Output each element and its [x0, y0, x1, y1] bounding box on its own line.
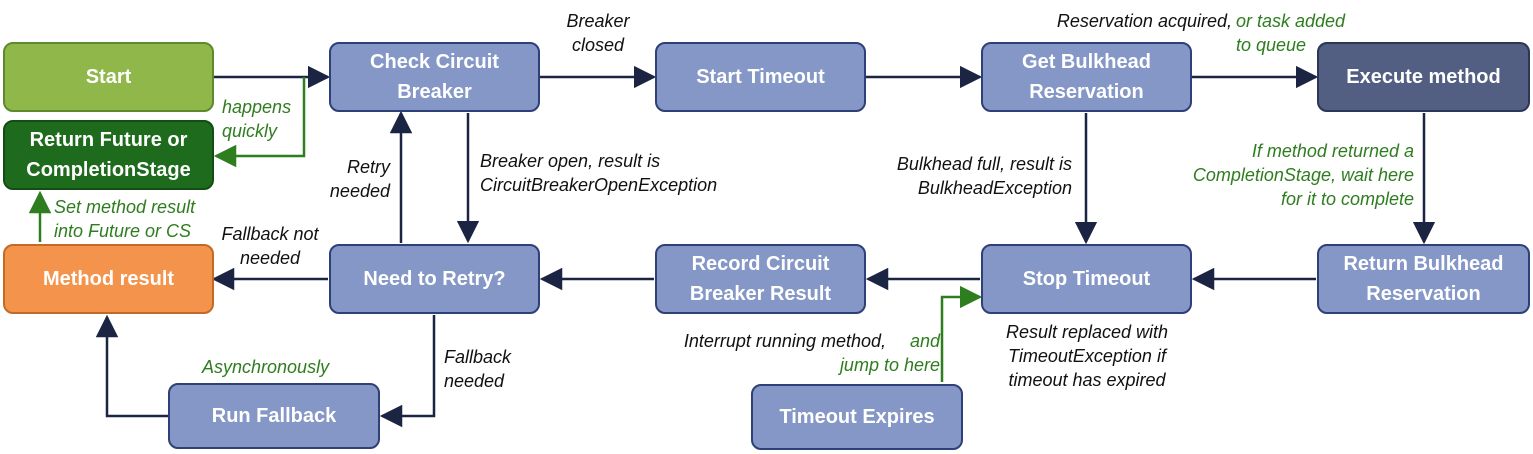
- arrow-retry-to-fallback: [379, 315, 436, 428]
- label-if-method-returned: If method returned a CompletionStage, wa…: [1192, 141, 1414, 209]
- stop-timeout-node: Stop Timeout: [981, 244, 1192, 314]
- label-interrupt-running: Interrupt running method,: [683, 331, 886, 351]
- return-future-node: Return Future or CompletionStage: [3, 120, 214, 190]
- label-happens-quickly: happens quickly: [222, 97, 292, 141]
- label-and-jump: and jump to here: [839, 331, 940, 375]
- execute-method-node: Execute method: [1317, 42, 1530, 112]
- start-timeout-node: Start Timeout: [655, 42, 866, 112]
- label-retry-needed: Retry needed: [329, 157, 390, 201]
- label-result-replaced: Result replaced with TimeoutException if…: [1005, 322, 1169, 390]
- arrow-start-to-return-future: [213, 77, 306, 168]
- label-breaker-open: Breaker open, result is CircuitBreakerOp…: [480, 151, 718, 195]
- get-bulkhead-reservation-node: Get Bulkhead Reservation: [981, 42, 1192, 112]
- label-breaker-closed: Breaker closed: [566, 11, 630, 55]
- method-result-node: Method result: [3, 244, 214, 314]
- label-or-task-added: or task added to queue: [1236, 11, 1346, 55]
- start-node: Start: [3, 42, 214, 112]
- need-to-retry-node: Need to Retry?: [329, 244, 540, 314]
- label-asynchronously: Asynchronously: [202, 357, 330, 377]
- label-fallback-needed: Fallback needed: [444, 347, 512, 391]
- label-reservation-acquired: Reservation acquired,: [1056, 11, 1232, 31]
- record-circuit-breaker-result-node: Record Circuit Breaker Result: [655, 244, 866, 314]
- return-bulkhead-reservation-node: Return Bulkhead Reservation: [1317, 244, 1530, 314]
- label-set-method-result: Set method result into Future or CS: [54, 197, 196, 241]
- check-circuit-breaker-node: Check Circuit Breaker: [329, 42, 540, 112]
- label-fallback-not-needed: Fallback not needed: [221, 224, 319, 268]
- label-bulkhead-full: Bulkhead full, result is BulkheadExcepti…: [896, 154, 1072, 198]
- arrow-timeout-expires-to-stop: [940, 285, 983, 382]
- timeout-expires-node: Timeout Expires: [751, 384, 963, 450]
- arrow-fallback-to-result: [95, 314, 168, 418]
- run-fallback-node: Run Fallback: [168, 383, 380, 449]
